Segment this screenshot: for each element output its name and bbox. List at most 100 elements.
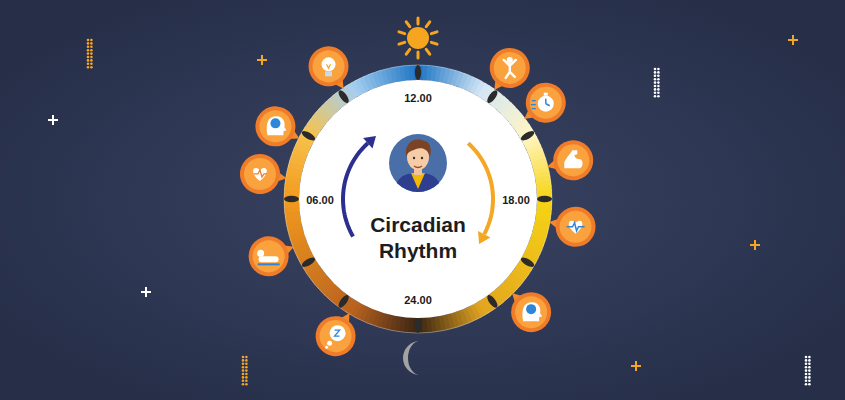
ring-tick (537, 196, 552, 202)
dot (808, 373, 811, 376)
dot (657, 75, 660, 78)
dot (805, 373, 808, 376)
avatar-circle (389, 134, 447, 192)
sun-ray (417, 52, 420, 58)
pin-outer (549, 136, 597, 184)
dot (808, 359, 811, 362)
pin-inner (523, 80, 568, 125)
eye (421, 157, 423, 159)
tick-leaf (537, 196, 552, 202)
hour-label: 06.00 (306, 194, 334, 206)
dot (242, 383, 245, 386)
bulb-filament (327, 64, 331, 68)
pin-inner (248, 236, 289, 277)
arm-flex (564, 150, 582, 168)
dot (654, 71, 657, 74)
dot (657, 78, 660, 81)
pin-glyph (567, 221, 585, 234)
dot (87, 59, 90, 62)
dot (657, 95, 660, 98)
smile (414, 166, 422, 168)
title-text: Circadian Rhythm (358, 212, 478, 264)
dot (90, 59, 93, 62)
sun-symbol (399, 18, 437, 58)
ring-edge (284, 65, 552, 333)
moon-symbol (403, 341, 420, 375)
jacket (394, 173, 442, 193)
sun-ray (406, 22, 410, 27)
dot (242, 363, 245, 366)
head-profile (522, 302, 542, 321)
sparkles (48, 35, 811, 386)
dot (245, 356, 248, 359)
dot (654, 68, 657, 71)
plus-sparkle (257, 55, 267, 65)
ring-tick (300, 129, 316, 142)
pin-glyph (253, 168, 267, 181)
eye (413, 157, 415, 159)
dot (245, 363, 248, 366)
ring-tick (519, 129, 535, 142)
pin-outer (243, 230, 295, 282)
watch-crown (544, 93, 548, 96)
icon-pin (301, 39, 360, 100)
dot (808, 363, 811, 366)
dot (87, 42, 90, 45)
sleep-mark (335, 330, 340, 336)
pin-outer (518, 75, 574, 131)
avatar (389, 134, 447, 192)
plus-sparkle (750, 240, 760, 250)
watch-face (538, 96, 554, 112)
sun-ray (399, 42, 405, 44)
dot (654, 85, 657, 88)
icon-pin (243, 228, 301, 282)
sun-ray (426, 49, 430, 54)
pin-outer (308, 309, 363, 364)
dot (245, 380, 248, 383)
dot (90, 39, 93, 42)
pin-outer (249, 99, 303, 153)
dot (242, 376, 245, 379)
dot (654, 78, 657, 81)
pin-glyph (257, 250, 280, 266)
dot (87, 46, 90, 49)
dot (90, 42, 93, 45)
hour-label: 18.00 (502, 194, 530, 206)
dot (87, 39, 90, 42)
dot (805, 359, 808, 362)
dot (657, 68, 660, 71)
tick-leaf (519, 256, 535, 269)
dot-column (87, 39, 93, 69)
tick-leaf (337, 89, 351, 105)
ring-tick (337, 293, 351, 309)
pin-inner (557, 208, 594, 245)
thought-dot (325, 346, 328, 349)
dot (245, 369, 248, 372)
avatar-figure (394, 140, 442, 193)
dot (245, 359, 248, 362)
pin-glyph (522, 302, 542, 321)
dot (87, 56, 90, 59)
dot-column (242, 356, 248, 386)
dot (245, 366, 248, 369)
pin-outer (503, 284, 560, 341)
icon-pin (512, 75, 574, 135)
dot (805, 363, 808, 366)
icon-pin (237, 151, 290, 198)
bed (258, 263, 280, 265)
pin-outer (301, 39, 357, 95)
cycle-arrow-up-head (363, 136, 376, 149)
ecg-line (567, 223, 585, 231)
body (259, 256, 279, 262)
disc-shape (299, 80, 537, 318)
dot (808, 380, 811, 383)
pin-glyph (267, 116, 287, 135)
pin-inner (554, 141, 593, 180)
heart-shape (253, 168, 267, 181)
pin-inner (509, 290, 554, 335)
dot (808, 366, 811, 369)
pin-inner (254, 105, 297, 148)
dot (90, 63, 93, 66)
